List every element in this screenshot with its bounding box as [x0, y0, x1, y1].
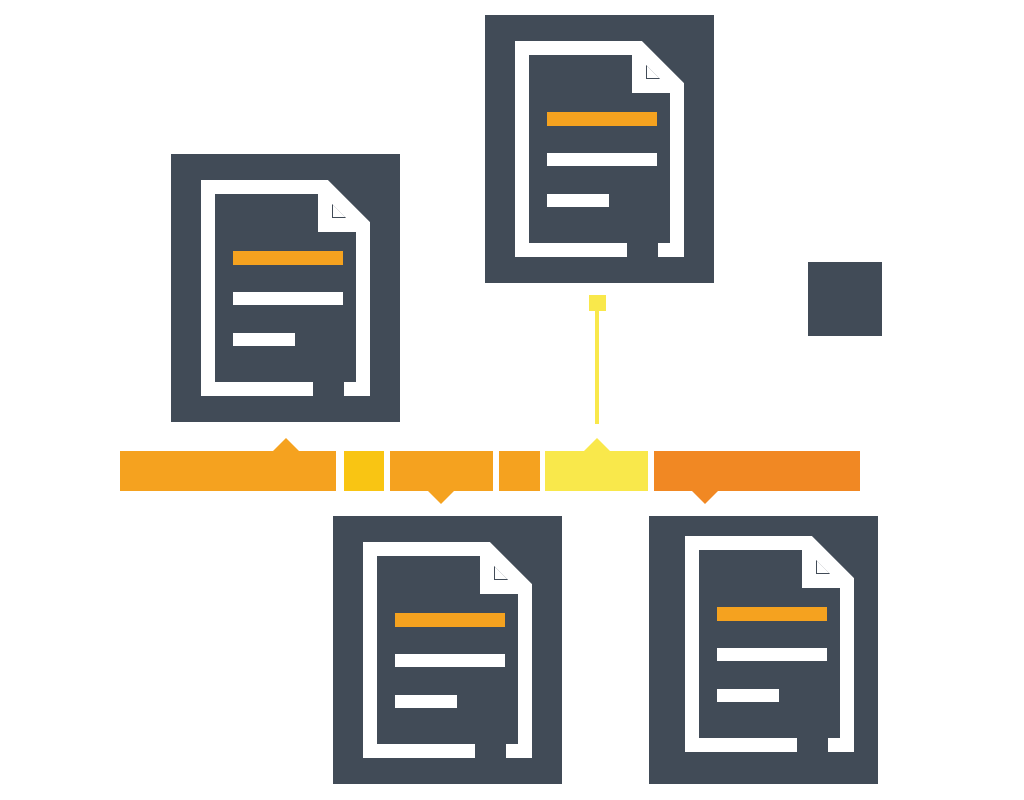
- document-card: [485, 15, 714, 283]
- timeline-segment: [344, 451, 384, 491]
- pointer-up: [583, 438, 611, 452]
- document-fold: [318, 187, 363, 232]
- document-fold: [632, 48, 677, 93]
- pointer-up: [272, 438, 300, 452]
- document-fold: [480, 549, 525, 594]
- fold-corner: [817, 561, 829, 573]
- document-card: [649, 516, 878, 784]
- stem-line: [595, 311, 599, 424]
- document-icon: [515, 41, 684, 257]
- document-text-line-short: [547, 194, 609, 207]
- document-text-line: [233, 292, 343, 305]
- document-heading-line: [395, 613, 505, 627]
- document-text-line: [547, 153, 657, 166]
- document-heading-line: [233, 251, 343, 265]
- timeline-segment: [120, 451, 336, 491]
- document-text-line-short: [395, 695, 457, 708]
- document-heading-line: [547, 112, 657, 126]
- fold-corner: [495, 567, 507, 579]
- timeline: [120, 438, 860, 504]
- document-heading-line: [717, 607, 827, 621]
- pointer-down: [691, 490, 719, 504]
- document-card: [333, 516, 562, 784]
- fold-corner: [333, 205, 345, 217]
- timeline-segment: [545, 451, 648, 491]
- document-icon: [363, 542, 532, 758]
- fold-corner: [647, 66, 659, 78]
- timeline-segment: [499, 451, 540, 491]
- timeline-segment: [390, 451, 493, 491]
- document-fold: [802, 543, 847, 588]
- document-text-line: [717, 648, 827, 661]
- timeline-segment: [654, 451, 860, 491]
- stem-marker: [589, 295, 606, 311]
- document-icon: [201, 180, 370, 396]
- document-text-line-short: [717, 689, 779, 702]
- document-card: [171, 154, 400, 422]
- small-square: [808, 262, 882, 336]
- document-text-line: [395, 654, 505, 667]
- document-icon: [685, 536, 854, 752]
- document-text-line-short: [233, 333, 295, 346]
- pointer-down: [427, 490, 455, 504]
